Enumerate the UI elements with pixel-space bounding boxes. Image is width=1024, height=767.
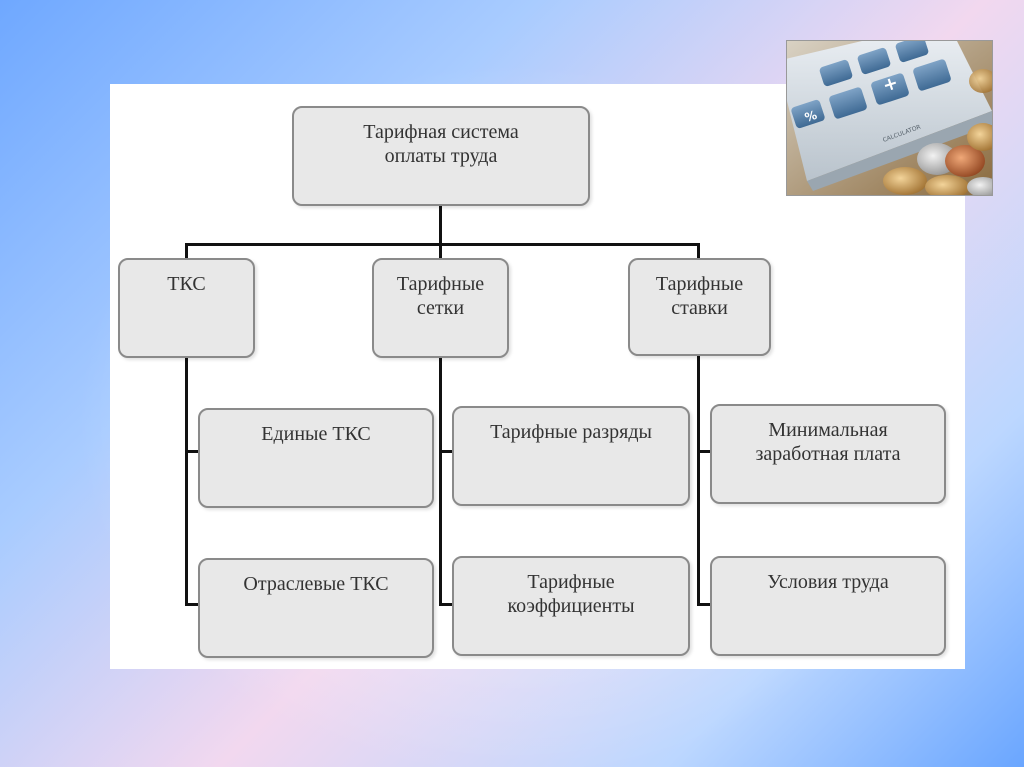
node-tariff-coefficients-line2: коэффициенты	[507, 594, 634, 618]
node-working-conditions-label: Условия труда	[767, 570, 888, 594]
node-tariff-grids-line2: сетки	[417, 296, 464, 320]
node-minimum-wage-line1: Минимальная	[768, 418, 887, 442]
connector-rates-child2	[697, 603, 711, 606]
root-node-line2: оплаты труда	[385, 144, 498, 168]
node-tariff-grades: Тарифные разряды	[452, 406, 690, 506]
node-industry-tks-label: Отраслевые ТКС	[243, 572, 388, 596]
node-tariff-coefficients-line1: Тарифные	[527, 570, 614, 594]
connector-tks-child2	[185, 603, 199, 606]
node-tks: ТКС	[118, 258, 255, 358]
calculator-illustration: + % CALCULATOR	[787, 41, 992, 195]
node-tariff-grids: Тарифные сетки	[372, 258, 509, 358]
node-tks-label: ТКС	[167, 272, 205, 296]
node-industry-tks: Отраслевые ТКС	[198, 558, 434, 658]
connector-grids-child1	[439, 450, 453, 453]
connector-rates-vertical	[697, 356, 700, 606]
connector-root-down	[439, 205, 442, 247]
node-tariff-grades-label: Тарифные разряды	[490, 420, 652, 444]
connector-tks-child1	[185, 450, 199, 453]
node-minimum-wage-line2: заработная плата	[756, 442, 901, 466]
node-minimum-wage: Минимальная заработная плата	[710, 404, 946, 504]
node-unified-tks: Единые ТКС	[198, 408, 434, 508]
calculator-coins-photo: + % CALCULATOR	[786, 40, 993, 196]
connector-horizontal	[185, 243, 700, 246]
node-tariff-coefficients: Тарифные коэффициенты	[452, 556, 690, 656]
node-tariff-rates: Тарифные ставки	[628, 258, 771, 356]
connector-rates-child1	[697, 450, 711, 453]
node-tariff-grids-line1: Тарифные	[397, 272, 484, 296]
root-node: Тарифная система оплаты труда	[292, 106, 590, 206]
node-tariff-rates-line2: ставки	[671, 296, 728, 320]
connector-tks-vertical	[185, 356, 188, 606]
node-working-conditions: Условия труда	[710, 556, 946, 656]
connector-grids-vertical	[439, 356, 442, 606]
node-tariff-rates-line1: Тарифные	[656, 272, 743, 296]
root-node-line1: Тарифная система	[363, 120, 519, 144]
connector-grids-child2	[439, 603, 453, 606]
node-unified-tks-label: Единые ТКС	[261, 422, 371, 446]
